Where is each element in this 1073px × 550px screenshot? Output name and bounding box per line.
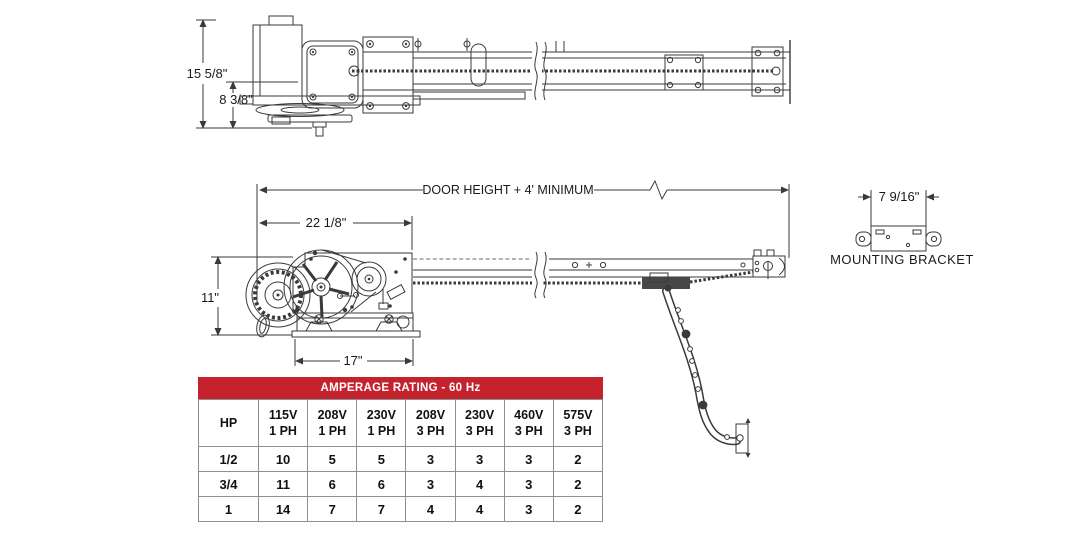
cell-amps: 7 — [307, 496, 358, 522]
cell-amps: 6 — [307, 471, 358, 497]
cell-amps: 11 — [257, 471, 309, 497]
cell-amps: 3 — [405, 446, 456, 472]
dim-label-22-1-8: 22 1/8" — [306, 215, 347, 230]
dim-head-length: 22 1/8" — [259, 215, 413, 250]
cell-amps: 6 — [356, 471, 407, 497]
cell-amps: 7 — [356, 496, 407, 522]
cell-amps: 5 — [307, 446, 358, 472]
top-view-drawing: 15 5/8" 8 3/8" — [187, 15, 791, 137]
cell-amps: 3 — [503, 496, 554, 522]
trolley-side — [642, 277, 690, 289]
side-view-operator-head — [245, 249, 421, 338]
dim-base-length: 17" — [294, 339, 414, 368]
col-header-hp: HP — [198, 399, 259, 447]
cell-amps: 3 — [405, 471, 456, 497]
table-row-half-hp: 1/2 10 5 5 3 3 3 2 — [198, 446, 604, 472]
dim-door-height: DOOR HEIGHT + 4' MINIMUM — [256, 179, 790, 305]
cell-amps: 2 — [552, 496, 604, 522]
top-view-rail — [348, 40, 791, 104]
cell-amps: 4 — [454, 471, 505, 497]
dim-label-8-3-8: 8 3/8" — [219, 92, 253, 107]
side-view-drawing: DOOR HEIGHT + 4' MINIMUM 22 1/8" 11" 17" — [201, 179, 790, 458]
dim-head-height: 11" — [201, 256, 293, 336]
side-view-rail — [413, 249, 786, 299]
cell-amps: 4 — [405, 496, 456, 522]
cell-amps: 2 — [552, 471, 604, 497]
cell-amps: 3 — [503, 471, 554, 497]
dim-label-door-height: DOOR HEIGHT + 4' MINIMUM — [422, 183, 593, 197]
cell-amps: 14 — [257, 496, 309, 522]
cell-amps: 2 — [552, 446, 604, 472]
top-view-operator-head — [239, 15, 526, 137]
trolley-top — [664, 54, 704, 91]
table-row-one-hp: 1 14 7 7 4 4 3 2 — [198, 496, 604, 522]
cell-hp: 1/2 — [198, 446, 259, 472]
cell-amps: 5 — [356, 446, 407, 472]
cell-amps: 4 — [454, 496, 505, 522]
cell-amps: 10 — [257, 446, 309, 472]
dim-bracket-width: 7 9/16" — [858, 189, 939, 226]
amperage-table-title: AMPERAGE RATING - 60 Hz — [198, 377, 603, 399]
dim-top-overall-height: 15 5/8" — [187, 19, 312, 129]
cell-hp: 3/4 — [198, 471, 259, 497]
cell-hp: 1 — [198, 496, 259, 522]
dim-label-11: 11" — [201, 290, 219, 305]
side-view-door-arm — [662, 284, 751, 458]
table-row-three-quarter-hp: 3/4 11 6 6 3 4 3 2 — [198, 471, 604, 497]
dim-label-15-5-8: 15 5/8" — [187, 66, 228, 81]
cell-amps: 3 — [454, 446, 505, 472]
mounting-bracket-drawing: 7 9/16" MOUNTING BRACKET — [830, 189, 974, 267]
dim-label-17: 17" — [343, 353, 362, 368]
dim-label-7-9-16: 7 9/16" — [879, 189, 920, 204]
mounting-bracket-label: MOUNTING BRACKET — [830, 252, 974, 267]
cell-amps: 3 — [503, 446, 554, 472]
